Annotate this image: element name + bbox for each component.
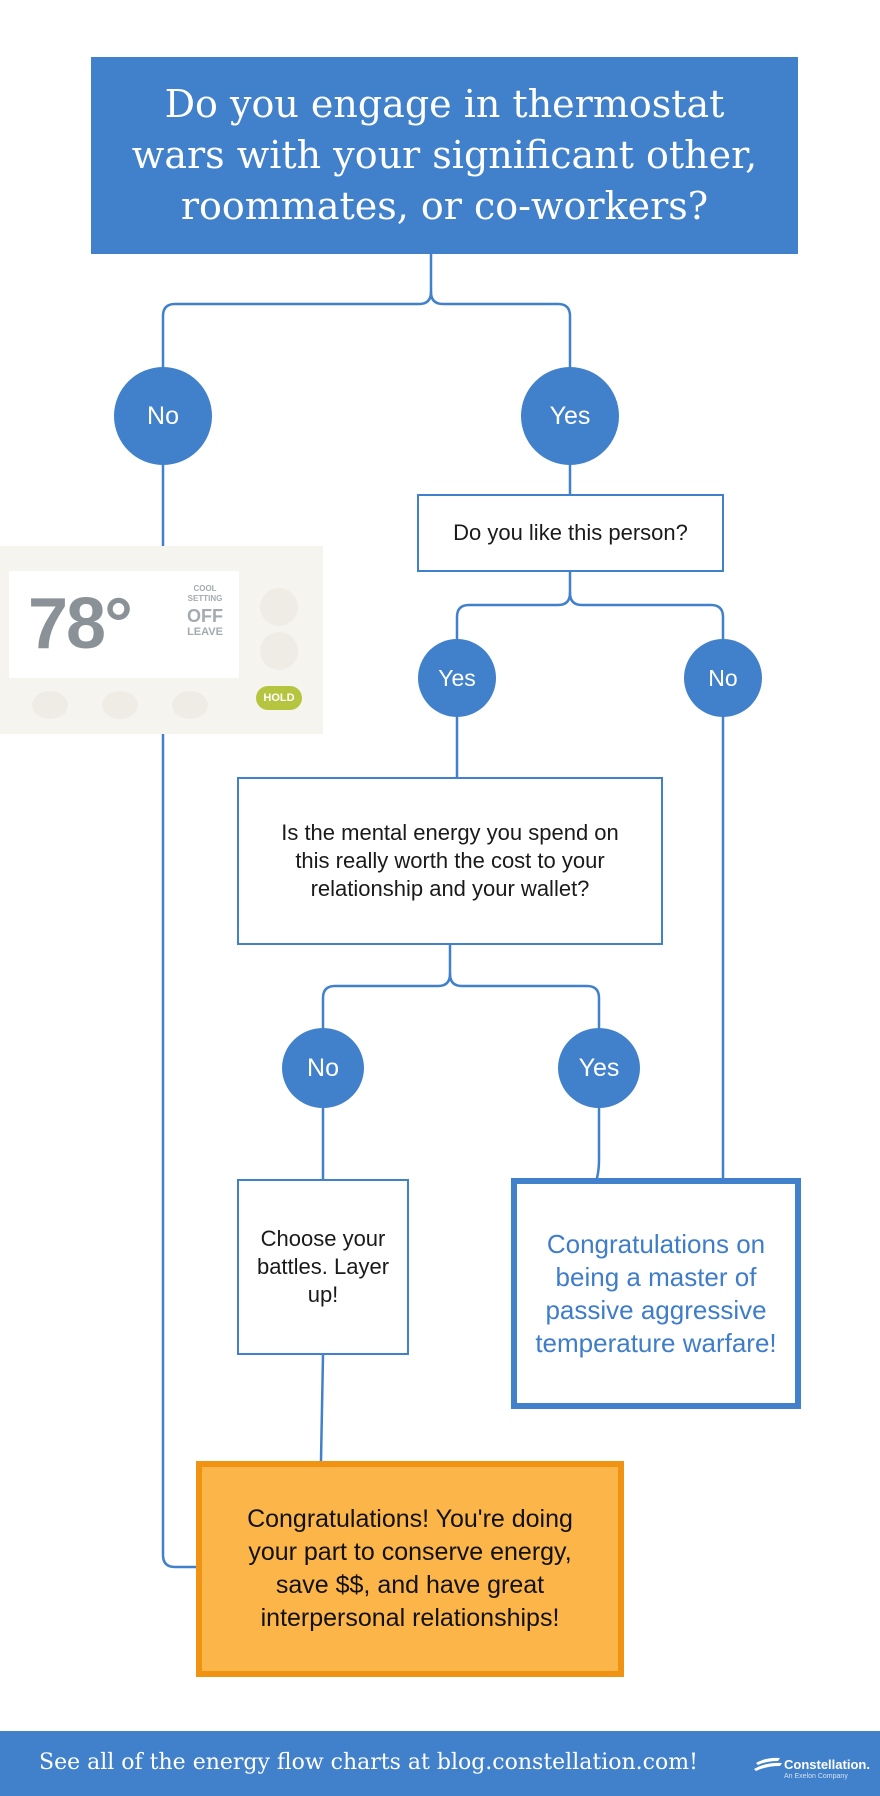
- thermostat-leave-label: LEAVE: [187, 626, 223, 638]
- connector-like-yes: [455, 570, 572, 641]
- conserve-result-box: Congratulations! You're doing your part …: [196, 1461, 624, 1677]
- like-yes-label: Yes: [438, 664, 476, 691]
- mental-energy-text: Is the mental energy you spend on this r…: [281, 820, 619, 901]
- thermostat-hold-badge: HOLD: [256, 686, 302, 710]
- connector-title-yes: [429, 290, 572, 369]
- thermostat-screen: [9, 571, 239, 678]
- connector-choose-to-conserve: [319, 1353, 325, 1463]
- answer-no-circle: No: [114, 367, 212, 465]
- worth-yes-label: Yes: [578, 1053, 620, 1082]
- choose-battles-box: Choose your battles. Layer up!: [237, 1179, 409, 1355]
- main-question-box: Do you engage in thermostat wars with yo…: [91, 57, 798, 254]
- thermostat-button-dot: [260, 588, 298, 626]
- connector-mental-yes: [448, 972, 601, 1030]
- connector-worthyes-to-master: [595, 1106, 601, 1180]
- master-result-box: Congratulations on being a master of pas…: [511, 1178, 801, 1409]
- thermostat-temperature: 78°: [28, 584, 133, 664]
- connector-like-no: [568, 591, 725, 641]
- connector-title-no: [161, 252, 433, 369]
- answer-yes-label: Yes: [549, 401, 591, 430]
- answer-no-label: No: [147, 401, 179, 430]
- like-no-circle: No: [684, 639, 762, 717]
- connector-mental-no: [321, 943, 452, 1030]
- constellation-logo-subtext: An Exelon Company: [784, 1773, 848, 1780]
- footer-bar: [0, 1731, 880, 1796]
- thermostat-button-dot: [102, 691, 138, 719]
- thermostat-off-label: OFF: [187, 606, 223, 626]
- main-question-text: Do you engage in thermostat wars with yo…: [131, 82, 758, 228]
- mental-energy-box: Is the mental energy you spend on this r…: [237, 777, 663, 945]
- master-result-text: Congratulations on being a master of pas…: [535, 1228, 777, 1358]
- constellation-logo-icon: [754, 1757, 782, 1771]
- connector-no-to-conserve: [161, 463, 198, 1569]
- constellation-logo-text: Constellation.: [784, 1757, 870, 1772]
- thermostat-setting-label: SETTING: [187, 594, 223, 603]
- thermostat-hold-label: HOLD: [263, 692, 295, 704]
- thermostat-cool-label: COOL: [193, 584, 217, 593]
- choose-battles-text: Choose your battles. Layer up!: [256, 1226, 390, 1307]
- worth-no-circle: No: [282, 1028, 364, 1108]
- like-no-label: No: [708, 664, 738, 691]
- constellation-logo: Constellation. An Exelon Company: [754, 1752, 874, 1786]
- conserve-result-text: Congratulations! You're doing your part …: [247, 1505, 573, 1632]
- thermostat-button-dot: [172, 691, 208, 719]
- like-person-text: Do you like this person?: [453, 520, 688, 545]
- thermostat-button-dot: [32, 691, 68, 719]
- thermostat-button-dot: [260, 632, 298, 670]
- answer-yes-circle: Yes: [521, 367, 619, 465]
- worth-no-label: No: [307, 1053, 339, 1082]
- worth-yes-circle: Yes: [558, 1028, 640, 1108]
- footer-link-text[interactable]: See all of the energy flow charts at blo…: [39, 1750, 698, 1775]
- like-yes-circle: Yes: [418, 639, 496, 717]
- like-person-box: Do you like this person?: [417, 494, 724, 572]
